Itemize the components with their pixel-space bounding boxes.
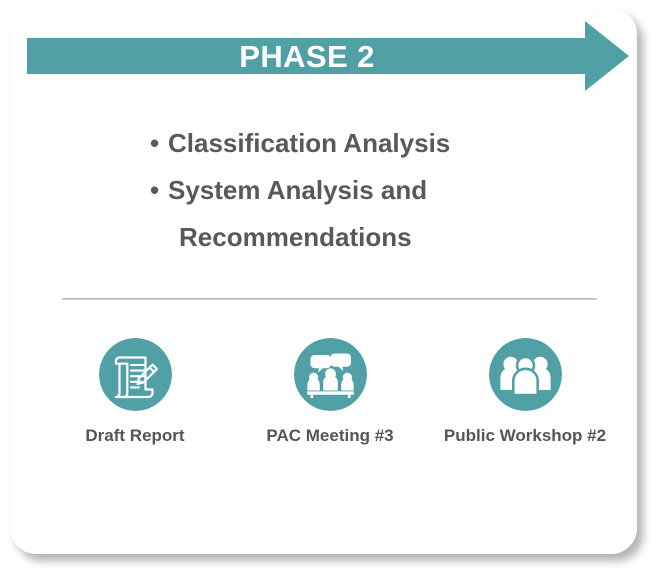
bullet-marker-icon: •	[150, 175, 160, 205]
milestone-row: Draft Report	[40, 338, 620, 446]
phase-banner: PHASE 2	[27, 21, 629, 91]
milestone-public-workshop[interactable]: Public Workshop #2	[430, 338, 620, 446]
milestone-pac-meeting[interactable]: PAC Meeting #3	[235, 338, 425, 446]
bullet-marker-icon: •	[150, 128, 160, 158]
milestone-draft-report[interactable]: Draft Report	[40, 338, 230, 446]
milestone-label: PAC Meeting #3	[266, 426, 394, 445]
list-item: • Classification Analysis	[150, 120, 550, 167]
milestone-label: Draft Report	[85, 426, 185, 445]
group-people-icon	[488, 338, 562, 411]
bullet-text-continuation: Recommendations	[179, 222, 412, 252]
phase-card: PHASE 2 • Classification Analysis • Syst…	[10, 8, 637, 554]
divider	[62, 298, 597, 300]
bullet-text: Classification Analysis	[168, 128, 451, 158]
meeting-people-icon	[293, 338, 367, 411]
phase-bullet-list: • Classification Analysis • System Analy…	[150, 120, 550, 261]
milestone-label: Public Workshop #2	[443, 426, 607, 445]
list-item: • System Analysis and	[150, 167, 550, 214]
bullet-text: System Analysis and	[168, 175, 428, 205]
arrow-banner-icon	[27, 21, 629, 91]
phase-title: PHASE 2	[239, 38, 375, 74]
document-pencil-icon	[98, 338, 172, 411]
